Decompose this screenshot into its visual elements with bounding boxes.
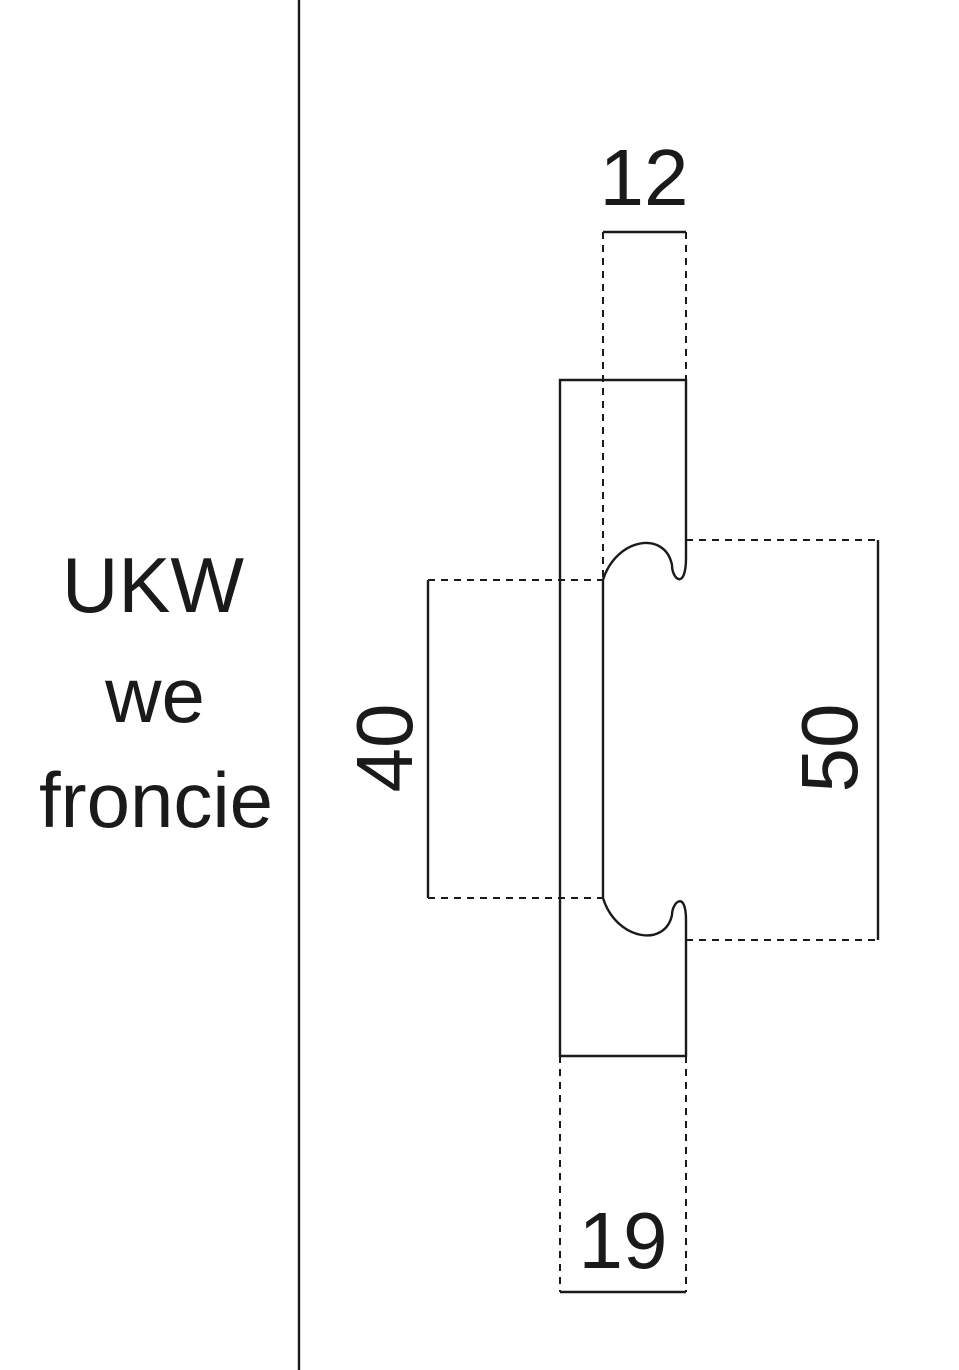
strike-plate-outline	[558, 378, 688, 1058]
outer-height-value: 50	[785, 704, 874, 793]
inner-height-value: 40	[340, 704, 429, 793]
label-line-froncie: froncie	[39, 756, 273, 844]
top-width-value: 12	[600, 133, 689, 222]
label-line-we: we	[104, 651, 205, 739]
label-line-ukw: UKW	[62, 541, 244, 629]
bottom-width-value: 19	[579, 1196, 668, 1285]
